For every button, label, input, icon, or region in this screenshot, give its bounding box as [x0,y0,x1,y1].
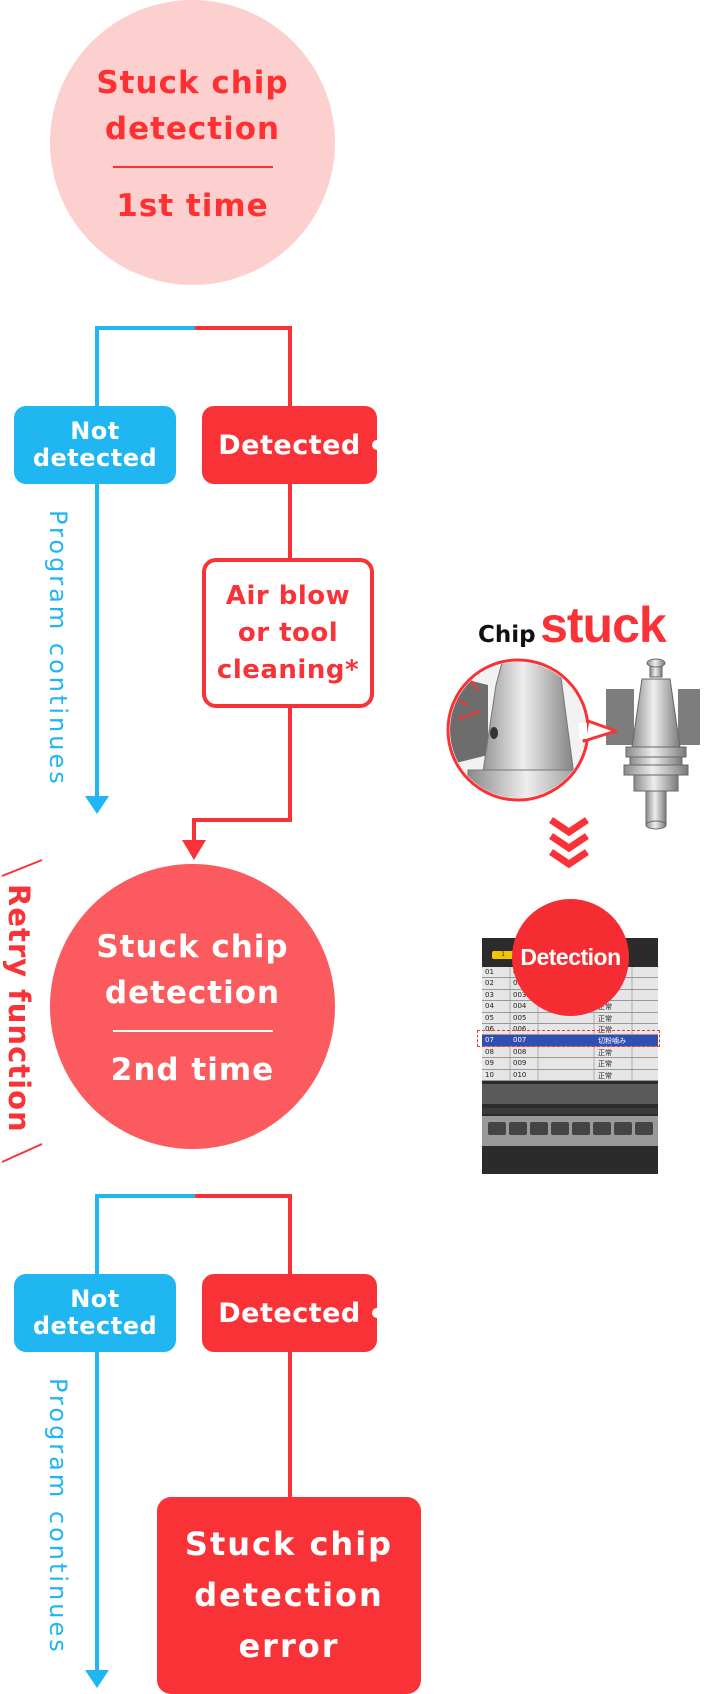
second-detection-subtitle: 2nd time [110,1051,275,1088]
retry-arrowhead [182,840,206,860]
row-id: 010 [513,1070,527,1079]
retry-bracket-top [1,859,43,877]
retry-bracket-bottom [1,1143,43,1163]
second-detection-circle: Stuck chip detection 2nd time [50,864,335,1149]
branch2-program-continues: Program continues [44,1378,72,1655]
chip-label-big: stuck [540,597,667,653]
branch1-blue-arrowhead [85,796,109,814]
branch1-detected-box: Detected [202,406,382,484]
row-number: 08 [485,1047,494,1056]
row-status: 正常 [598,1014,612,1023]
tool-holder-illustration [446,658,700,830]
row-id: 004 [513,1002,527,1011]
action-line2: or tool [237,617,339,648]
row-id: 007 [513,1036,527,1045]
screen-lower-band [482,1108,658,1114]
first-detection-subtitle: 1st time [116,187,269,224]
row-id: 003 [513,990,527,999]
branch2-blue-arrowhead [85,1670,109,1688]
softkey-button [509,1122,527,1135]
row-status: 正常 [598,1071,612,1080]
row-number: 07 [485,1036,494,1045]
row-number: 04 [485,1002,494,1011]
row-number: 09 [485,1059,494,1068]
first-detection-title-line2: detection [104,110,281,147]
branch2-not-detected-line1: Not [70,1285,120,1313]
error-line3: error [238,1627,340,1665]
air-blow-action-box: Air blow or tool cleaning* [202,558,374,708]
spindle-block-right [678,689,700,745]
softkey-button [614,1122,632,1135]
tool-holder [623,658,689,830]
branch2-not-detected-box: Not detected [14,1274,176,1352]
branch2-detected-label: Detected [218,1297,361,1329]
row-status: 切粉噛み [598,1037,626,1046]
softkey-button [488,1122,506,1135]
branch1-detected-notch [372,440,382,450]
softkey-button [593,1122,611,1135]
branch1-red-line [195,326,292,406]
first-detection-title-line1: Stuck chip [96,64,289,101]
softkey-button [572,1122,590,1135]
branch2-blue-line [95,1194,197,1672]
table-row: 09 009 正常 [482,1058,658,1070]
branch1-blue-line [95,326,197,798]
branch2-detected-box: Detected [202,1274,382,1352]
softkey-button [551,1122,569,1135]
error-line2: detection [194,1576,384,1614]
row-number: 01 [485,968,494,976]
row-number: 02 [485,979,494,988]
second-detection-title-line2: detection [104,974,281,1011]
branch2-red-line [195,1194,292,1274]
table-row: 08 008 正常 [482,1047,658,1059]
screen-lower-panel [482,1084,658,1104]
second-detection-title-line1: Stuck chip [96,928,289,965]
first-detection-circle: Stuck chip detection 1st time [50,0,335,285]
error-line1: Stuck chip [184,1525,394,1563]
chip-stuck-label: Chip stuck [478,596,667,654]
table-row: 05 005 正常 [482,1013,658,1024]
row-id: 006 [513,1025,527,1033]
row-id: 008 [513,1047,527,1056]
first-detection-divider [112,165,273,168]
softkey-button [530,1122,548,1135]
row-number: 06 [485,1025,494,1033]
detection-badge: Detection [512,899,629,1016]
branch1-not-detected-box: Not detected [14,406,176,484]
screen-tab: 1 [492,951,514,959]
branch2-not-detected-line2: detected [32,1312,158,1340]
row-status: 正常 [598,1003,612,1012]
second-detection-divider [112,1029,273,1032]
branch1-detected-label: Detected [218,429,361,461]
chip-label-small: Chip [478,622,536,648]
branch1-program-continues: Program continues [44,510,72,787]
row-number: 10 [485,1070,494,1079]
stuck-chip-error-box: Stuck chip detection error [157,1497,421,1694]
table-row: 10 010 正常 [482,1070,658,1081]
retry-function-label: Retry function [2,884,36,1133]
chevron-down-icon [549,817,589,869]
row-id: 005 [513,1013,527,1022]
row-number: 03 [485,990,494,999]
retry-return-line [192,708,292,842]
action-line1: Air blow [225,580,351,611]
softkey-button [635,1122,653,1135]
highlight-dashed-box [477,1030,660,1047]
branch2-detected-notch [372,1308,382,1318]
branch1-not-detected-line1: Not [70,417,120,445]
spindle-block-left [606,689,634,745]
row-number: 05 [485,1013,494,1022]
row-status: 正常 [598,1048,612,1057]
row-status: 正常 [598,1060,612,1069]
branch1-not-detected-line2: detected [32,444,158,472]
row-id: 009 [513,1059,527,1068]
action-line3: cleaning* [216,654,360,685]
